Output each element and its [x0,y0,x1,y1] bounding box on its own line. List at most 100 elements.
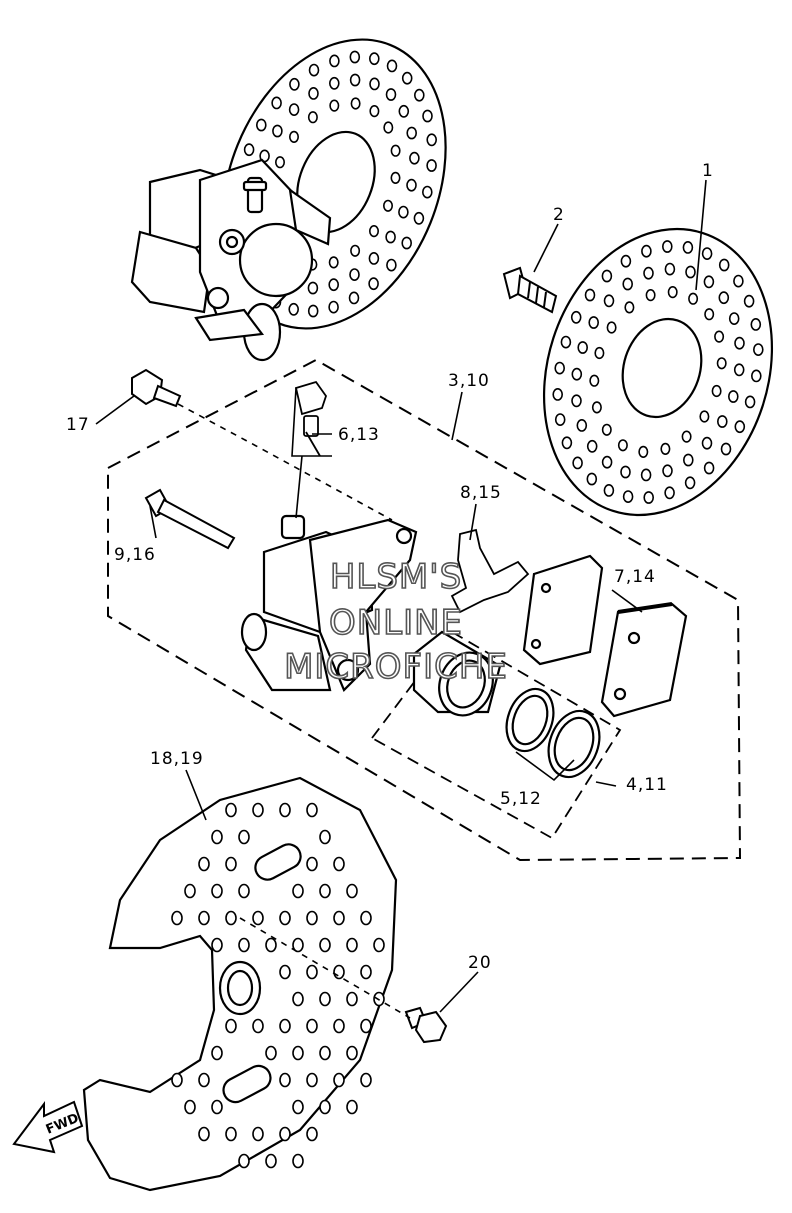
disc-hole [243,143,255,157]
disc-hole [255,118,267,132]
shield-hole [346,883,358,899]
disc-hole [413,88,425,102]
disc-hole [272,124,283,138]
seal-rings-part-4 [505,687,601,779]
disc-hole [413,211,425,225]
disc-hole [570,310,582,324]
shield-hole [238,1153,250,1169]
disc-hole [368,225,379,238]
disc-hole [617,439,628,452]
shield-hole [252,1126,264,1142]
callout-7-14: 7,14 [614,567,656,587]
disc-hole [368,52,380,66]
disc-hole [750,317,762,331]
shield-hole [198,910,210,926]
disc-hole [349,268,360,281]
callout-3-10: 3,10 [448,371,490,391]
disc-hole [701,436,713,450]
disc-hole [685,265,696,279]
disc-hole [289,77,300,91]
disc-hole [641,244,652,258]
disc-hole [288,103,300,116]
disc-hole [584,288,596,302]
shield-hole [225,910,237,926]
shield-hole [319,829,331,845]
brake-pads-part-7 [522,554,688,718]
disc-hole [426,159,437,172]
disc-hole [350,244,361,257]
shield-hole [292,1153,304,1169]
shield-hole [265,1153,277,1169]
disc-hole [329,99,340,112]
fwd-direction-arrow [12,1100,84,1154]
disc-hole [329,54,340,68]
shield-hole [211,1045,223,1061]
callout-6-13: 6,13 [338,425,380,445]
disc-hole [409,151,420,165]
disc-hole [350,97,361,110]
disc-hole [288,302,300,316]
shield-hole [225,802,237,818]
disc-hole [349,50,361,64]
disc-hole [704,308,715,321]
shield-hole [333,856,345,872]
watermark-line-1: HLSM'S [330,557,462,597]
shield-hole [292,1099,304,1115]
disc-hole [328,256,339,269]
disc-hole [307,304,319,318]
disc-hole [682,453,694,467]
disc-hole [624,301,635,314]
disc-hole [368,251,380,265]
shield-hole [292,991,304,1007]
disc-hole [603,294,615,308]
shield-hole [225,1126,237,1142]
disc-hole [645,289,656,302]
disc-hole [733,274,744,288]
disc-hole [571,394,582,408]
shield-hole [184,883,196,899]
callout-18-19: 18,19 [150,749,204,769]
shield-hole [333,964,345,980]
shield-hole [252,1018,264,1034]
shield-hole [211,829,223,845]
callout-8-15: 8,15 [460,483,502,503]
shield-hole [360,964,372,980]
disc-hole [727,390,739,403]
disc-hole [308,63,320,77]
disc-hole [699,410,710,423]
disc-hole [601,455,613,469]
disc-hole [385,88,397,101]
disc-hole [426,133,438,147]
bolt-part-20 [404,1006,448,1044]
disc-hole [703,461,715,475]
shield-hole [211,883,223,899]
disc-hole [552,387,564,401]
disc-hole [622,277,634,291]
disc-hole [369,104,380,118]
shield-hole [292,883,304,899]
shield-hole [238,829,250,845]
disc-hole [554,361,566,375]
disc-hole [662,464,673,478]
disc-hole [640,468,652,482]
disc-hole [348,291,360,305]
watermark-line-2: ONLINE [329,603,463,643]
disc-hole [369,77,380,91]
disc-hole [307,281,319,295]
disc-hole [734,420,746,434]
disc-hole [586,472,598,486]
piston-seal-boundary [370,630,622,840]
shield-hole [265,1045,277,1061]
callout-1: 1 [702,161,714,181]
disc-hole [271,96,282,110]
shield-hole [333,1072,345,1088]
shield-hole [306,802,318,818]
disc-hole [385,230,396,244]
dust-shield-part-18 [82,776,398,1192]
shield-hole [279,1126,291,1142]
shield-hole [252,802,264,818]
disc-hole [406,178,417,192]
shield-hole [346,991,358,1007]
disc-hole [711,384,722,398]
disc-hole [398,205,409,219]
